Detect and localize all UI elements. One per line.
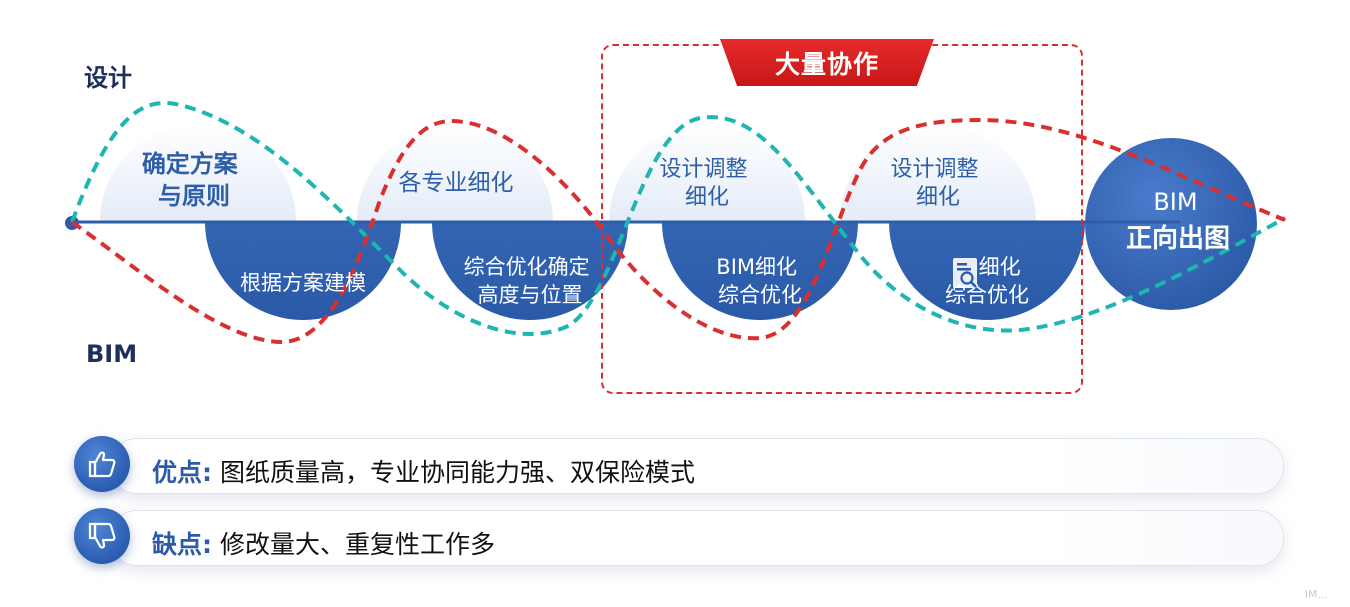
watermark: IM... (1304, 588, 1328, 601)
design-stage-1-line2: 与原则 (158, 182, 230, 210)
cons-label: 缺点: (152, 530, 212, 559)
bim-stage-2-line2: 高度与位置 (478, 283, 583, 307)
pros-panel (110, 438, 1284, 494)
bim-bubble-2 (432, 222, 628, 320)
design-stage-2-line1: 各专业细化 (399, 170, 514, 196)
design-bubble-1 (100, 124, 296, 222)
design-axis-label: 设计 (84, 64, 132, 92)
workflow-diagram: 确定方案 与原则 各专业细化 设计调整 细化 设计调整 细化 根据方案建模 综合… (65, 100, 1286, 345)
svg-text:根据方案建模: 根据方案建模 (240, 271, 366, 295)
bim-bubble-4 (889, 222, 1085, 320)
final-bubble (1085, 138, 1257, 310)
collaboration-highlight-box (601, 44, 1083, 394)
pros-label: 优点: (152, 458, 212, 487)
cons-text-row: 缺点: 修改量大、重复性工作多 (152, 525, 495, 561)
design-bubble-3 (609, 124, 805, 222)
design-stage-3-line1: 设计调整 (659, 157, 747, 182)
design-curve (70, 100, 1286, 336)
final-stage-line2: 正向出图 (1126, 223, 1230, 254)
design-stage-4-line1: 设计调整 (890, 157, 978, 182)
bim-stage-1-line1: 根据方案建模 (240, 271, 366, 295)
cons-panel (110, 510, 1284, 566)
svg-text:各专业细化: 各专业细化 (399, 170, 514, 196)
svg-text:综合优化确定 高度与位置: 综合优化确定 高度与位置 (464, 255, 597, 307)
bim-stage-3-line1: BIM细化 (716, 255, 797, 279)
bim-curve (70, 117, 1286, 345)
thumbs-up-icon (74, 436, 130, 492)
cons-description: 修改量大、重复性工作多 (219, 530, 495, 559)
design-stage-1-line1: 确定方案 (142, 150, 239, 178)
bim-axis-label: BIM (86, 340, 138, 368)
bim-stage-4-line1: 细化 (979, 255, 1021, 279)
svg-text:设计调整 细化: 设计调整 细化 (890, 157, 985, 210)
bim-stage-2-line1: 综合优化确定 (464, 255, 590, 279)
design-bubble-2 (357, 124, 553, 222)
bim-stage-3-line2: 综合优化 (718, 283, 802, 307)
document-search-icon (953, 258, 977, 288)
design-stage-3-line2: 细化 (685, 185, 729, 210)
pros-description: 图纸质量高，专业协同能力强、双保险模式 (219, 458, 695, 487)
svg-text:确定方案 与原则: 确定方案 与原则 (142, 150, 246, 210)
design-stage-4-line2: 细化 (916, 185, 960, 210)
pros-text-row: 优点: 图纸质量高，专业协同能力强、双保险模式 (152, 453, 695, 489)
thumbs-down-icon (74, 508, 130, 564)
design-bubble-4 (840, 124, 1036, 222)
final-stage-line1: BIM (1153, 188, 1197, 216)
svg-text:设计调整 细化: 设计调整 细化 (659, 157, 754, 210)
svg-text:BIM细化 综合优化: BIM细化 综合优化 (716, 255, 803, 307)
svg-text:BIM 正向出图: BIM 正向出图 (1126, 188, 1230, 254)
collaboration-tab: 大量协作 (720, 39, 934, 86)
bim-bubble-1 (205, 222, 401, 320)
